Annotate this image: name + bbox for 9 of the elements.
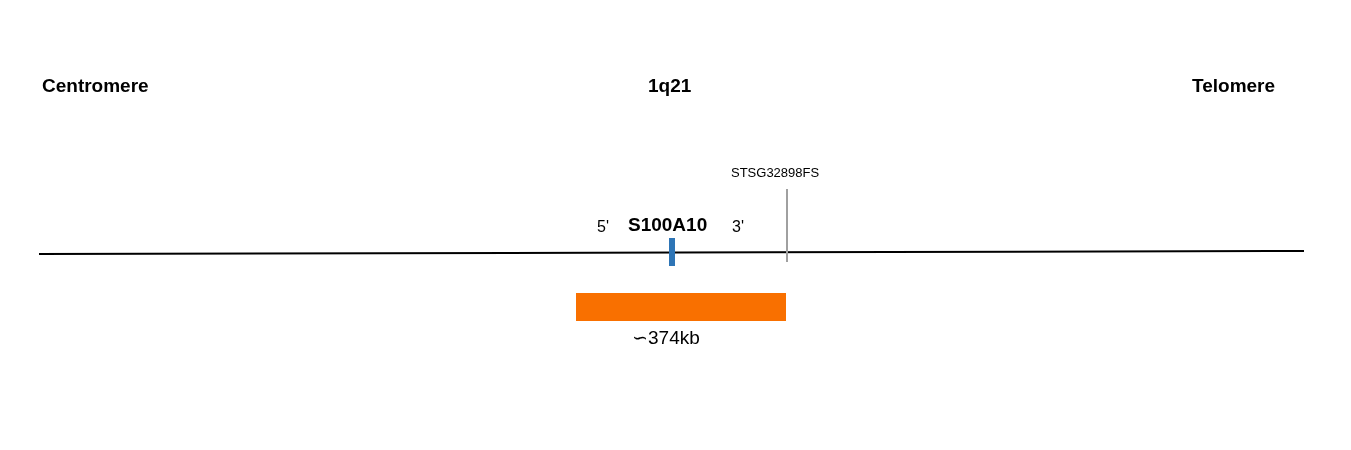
length-label: ∽374kb (632, 326, 700, 349)
gene-label: S100A10 (628, 214, 708, 236)
end-label: 5' (597, 218, 609, 236)
marker-label: STSG32898FS (731, 165, 820, 180)
region-bar (576, 293, 786, 321)
region-label: Centromere (42, 75, 149, 97)
band-label: 1q21 (648, 75, 692, 97)
end-label: 3' (732, 218, 744, 236)
region-label: Telomere (1192, 75, 1276, 97)
